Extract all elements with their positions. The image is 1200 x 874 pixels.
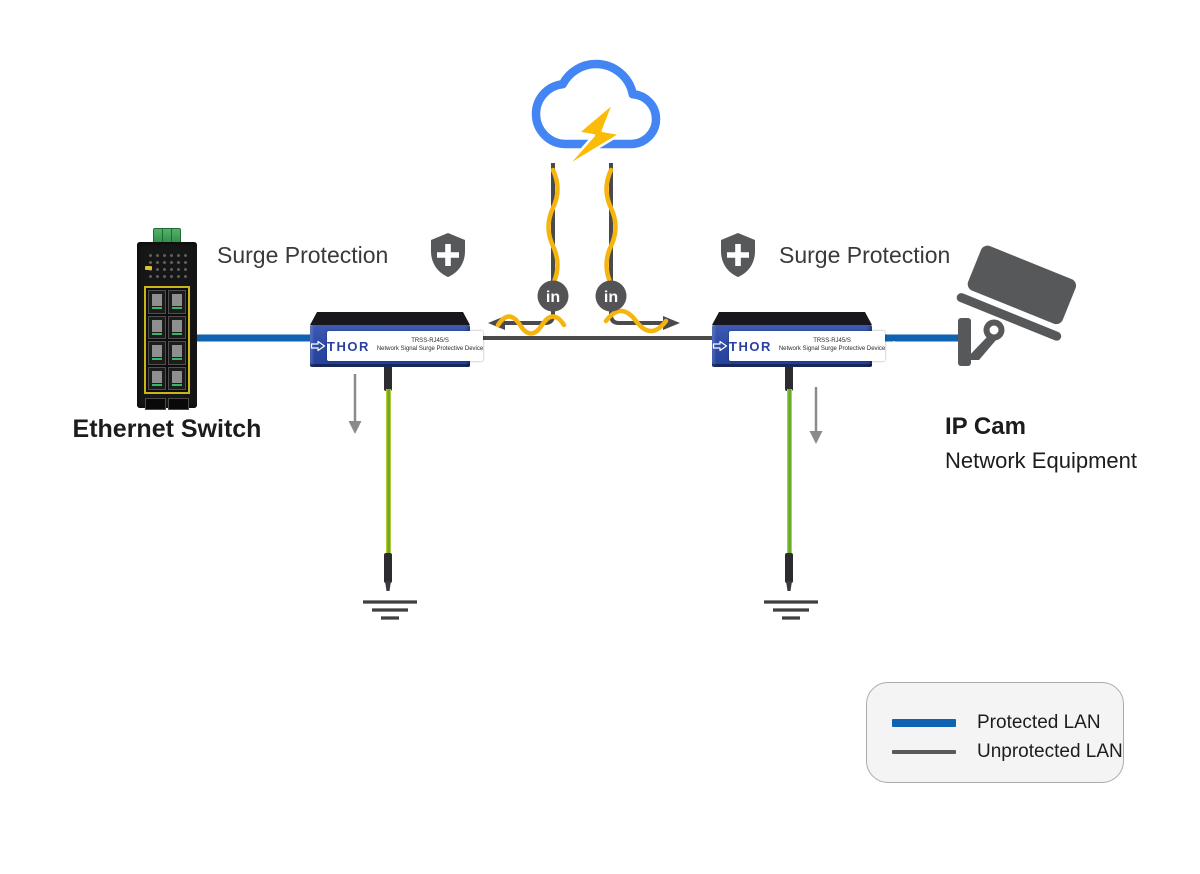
switch-terminal-block (153, 228, 181, 244)
surge-protection-label-left: Surge Protection (217, 242, 389, 268)
rj45-port (148, 290, 166, 314)
rj45-port (148, 366, 166, 390)
surge-wave-horizontal-left (495, 314, 567, 336)
ground-symbol-left (363, 600, 417, 620)
switch-sfp-slots (145, 398, 189, 410)
switch-port-grid (144, 286, 190, 394)
spd-brand: THOR (327, 338, 370, 354)
network-equipment-label: Network Equipment (945, 448, 1137, 473)
down-arrow-icon-left (348, 374, 362, 434)
in-badge-right: in (595, 280, 627, 312)
in-badge-left: in (537, 280, 569, 312)
legend-label-unprotected: Unprotected LAN (977, 740, 1123, 762)
sfp-slot (168, 398, 189, 410)
rj45-port (168, 341, 186, 365)
cctv-camera-icon (956, 245, 1077, 366)
arrow-right-icon (310, 340, 326, 352)
ethernet-switch-label: Ethernet Switch (72, 415, 262, 443)
cloud-icon (531, 59, 661, 149)
spd-top-face (310, 312, 470, 325)
switch-led (145, 266, 152, 270)
sfp-slot (145, 398, 166, 410)
ground-symbol-right (764, 600, 818, 620)
spd-label: THOR TRSS-RJ45/S Network Signal Surge Pr… (327, 331, 484, 361)
lightning-icon (564, 101, 622, 169)
shield-plus-icon-right (721, 233, 755, 277)
rj45-port (168, 366, 186, 390)
legend-swatch-unprotected (892, 749, 956, 754)
spd-front-face: THOR TRSS-RJ45/S Network Signal Surge Pr… (310, 325, 500, 367)
legend-item-protected: Protected LAN (892, 708, 1123, 737)
spd-device-left: THOR TRSS-RJ45/S Network Signal Surge Pr… (310, 312, 500, 367)
in-badge-left-label: in (546, 289, 560, 306)
legend-swatch-protected (892, 718, 956, 727)
spd-model: TRSS-RJ45/S (813, 338, 851, 345)
shield-plus-icon-left (431, 233, 465, 277)
spd-brand: THOR (729, 338, 772, 354)
rj45-port (148, 315, 166, 339)
ethernet-switch-image (137, 242, 197, 410)
arrow-right-icon (712, 340, 728, 352)
legend: Protected LAN Unprotected LAN (866, 682, 1124, 783)
spd-top-face (712, 312, 872, 325)
rj45-port (168, 315, 186, 339)
rj45-port (148, 341, 166, 365)
spd-device-name: Network Signal Surge Protective Device (376, 346, 484, 352)
spd-device-right: THOR TRSS-RJ45/S Network Signal Surge Pr… (712, 312, 902, 367)
down-arrow-icon-right (809, 387, 823, 444)
arrow-right-icon (886, 340, 902, 352)
surge-wave-right (604, 167, 618, 287)
surge-protection-label-right: Surge Protection (779, 242, 951, 268)
switch-vent-holes (147, 252, 187, 280)
spd-label: THOR TRSS-RJ45/S Network Signal Surge Pr… (729, 331, 886, 361)
spd-model: TRSS-RJ45/S (411, 338, 449, 345)
ip-cam-label: IP Cam (945, 413, 1026, 440)
legend-item-unprotected: Unprotected LAN (892, 737, 1123, 766)
legend-label-protected: Protected LAN (977, 711, 1101, 733)
rj45-port (168, 290, 186, 314)
surge-wave-horizontal-right (603, 308, 669, 334)
arrow-right-icon (484, 340, 500, 352)
in-badge-right-label: in (604, 289, 618, 306)
spd-front-face: THOR TRSS-RJ45/S Network Signal Surge Pr… (712, 325, 902, 367)
spd-device-name: Network Signal Surge Protective Device (778, 346, 886, 352)
surge-wave-left (546, 167, 560, 287)
